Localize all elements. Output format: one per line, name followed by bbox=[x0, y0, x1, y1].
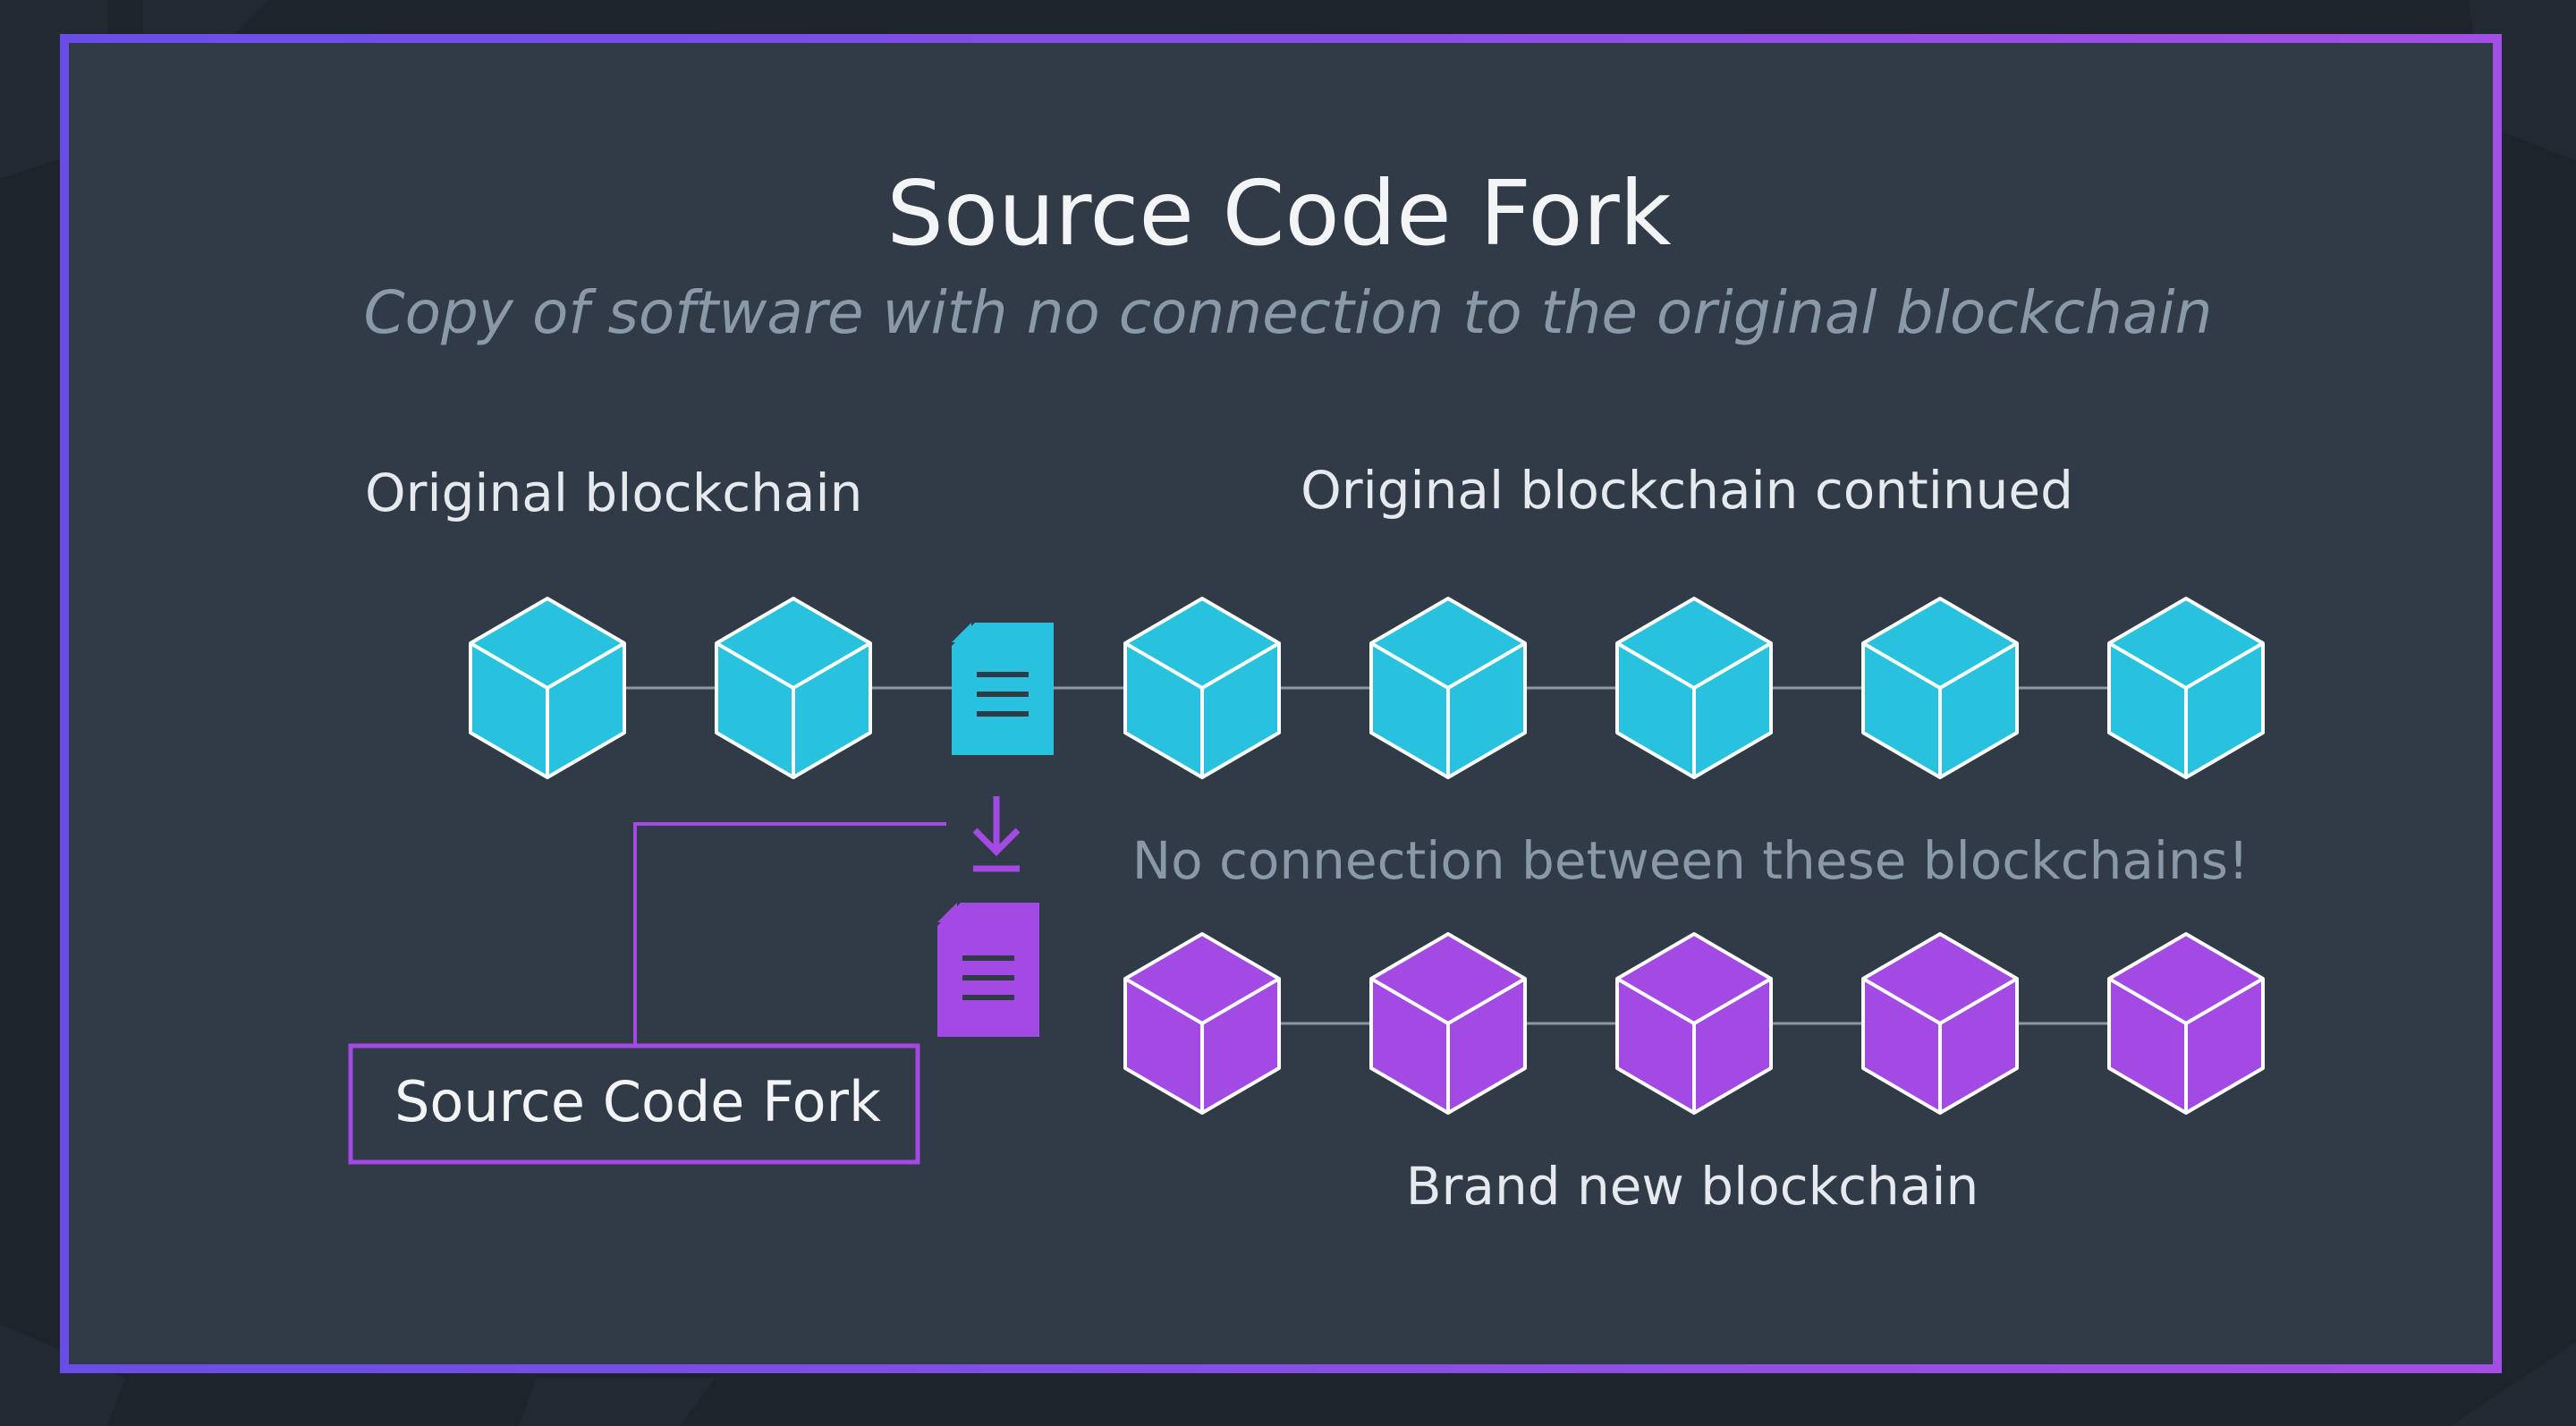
source-code-fork-label: Source Code Fork bbox=[394, 1069, 881, 1134]
cube-icon bbox=[715, 597, 872, 779]
cube-icon bbox=[1615, 597, 1773, 779]
original-blockchain-label: Original blockchain bbox=[365, 463, 862, 523]
brand-new-blockchain-label: Brand new blockchain bbox=[1406, 1156, 1979, 1217]
cube-icon bbox=[2107, 597, 2265, 779]
slide-subtitle: Copy of software with no connection to t… bbox=[364, 278, 2213, 347]
cube-icon bbox=[2107, 932, 2265, 1115]
slide-frame bbox=[60, 34, 2502, 1373]
cube-icon bbox=[1861, 597, 2019, 779]
document-icon bbox=[937, 903, 1039, 1037]
cube-icon bbox=[1123, 932, 1281, 1115]
source-code-fork-box: Source Code Fork bbox=[348, 1043, 920, 1165]
cube-icon bbox=[1369, 932, 1527, 1115]
cube-icon bbox=[1369, 597, 1527, 779]
original-blockchain bbox=[469, 597, 2265, 779]
no-connection-label: No connection between these blockchains! bbox=[1132, 830, 2250, 891]
slide-title: Source Code Fork bbox=[886, 161, 1671, 266]
fork-connector-line bbox=[633, 822, 946, 1045]
download-arrow-icon bbox=[972, 796, 1021, 872]
brand-new-blockchain bbox=[1123, 932, 2265, 1115]
cube-icon bbox=[469, 597, 626, 779]
cube-icon bbox=[1123, 597, 1281, 779]
original-blockchain-continued-label: Original blockchain continued bbox=[1301, 460, 2073, 521]
cube-icon bbox=[1615, 932, 1773, 1115]
document-icon bbox=[952, 623, 1054, 755]
cube-icon bbox=[1861, 932, 2019, 1115]
